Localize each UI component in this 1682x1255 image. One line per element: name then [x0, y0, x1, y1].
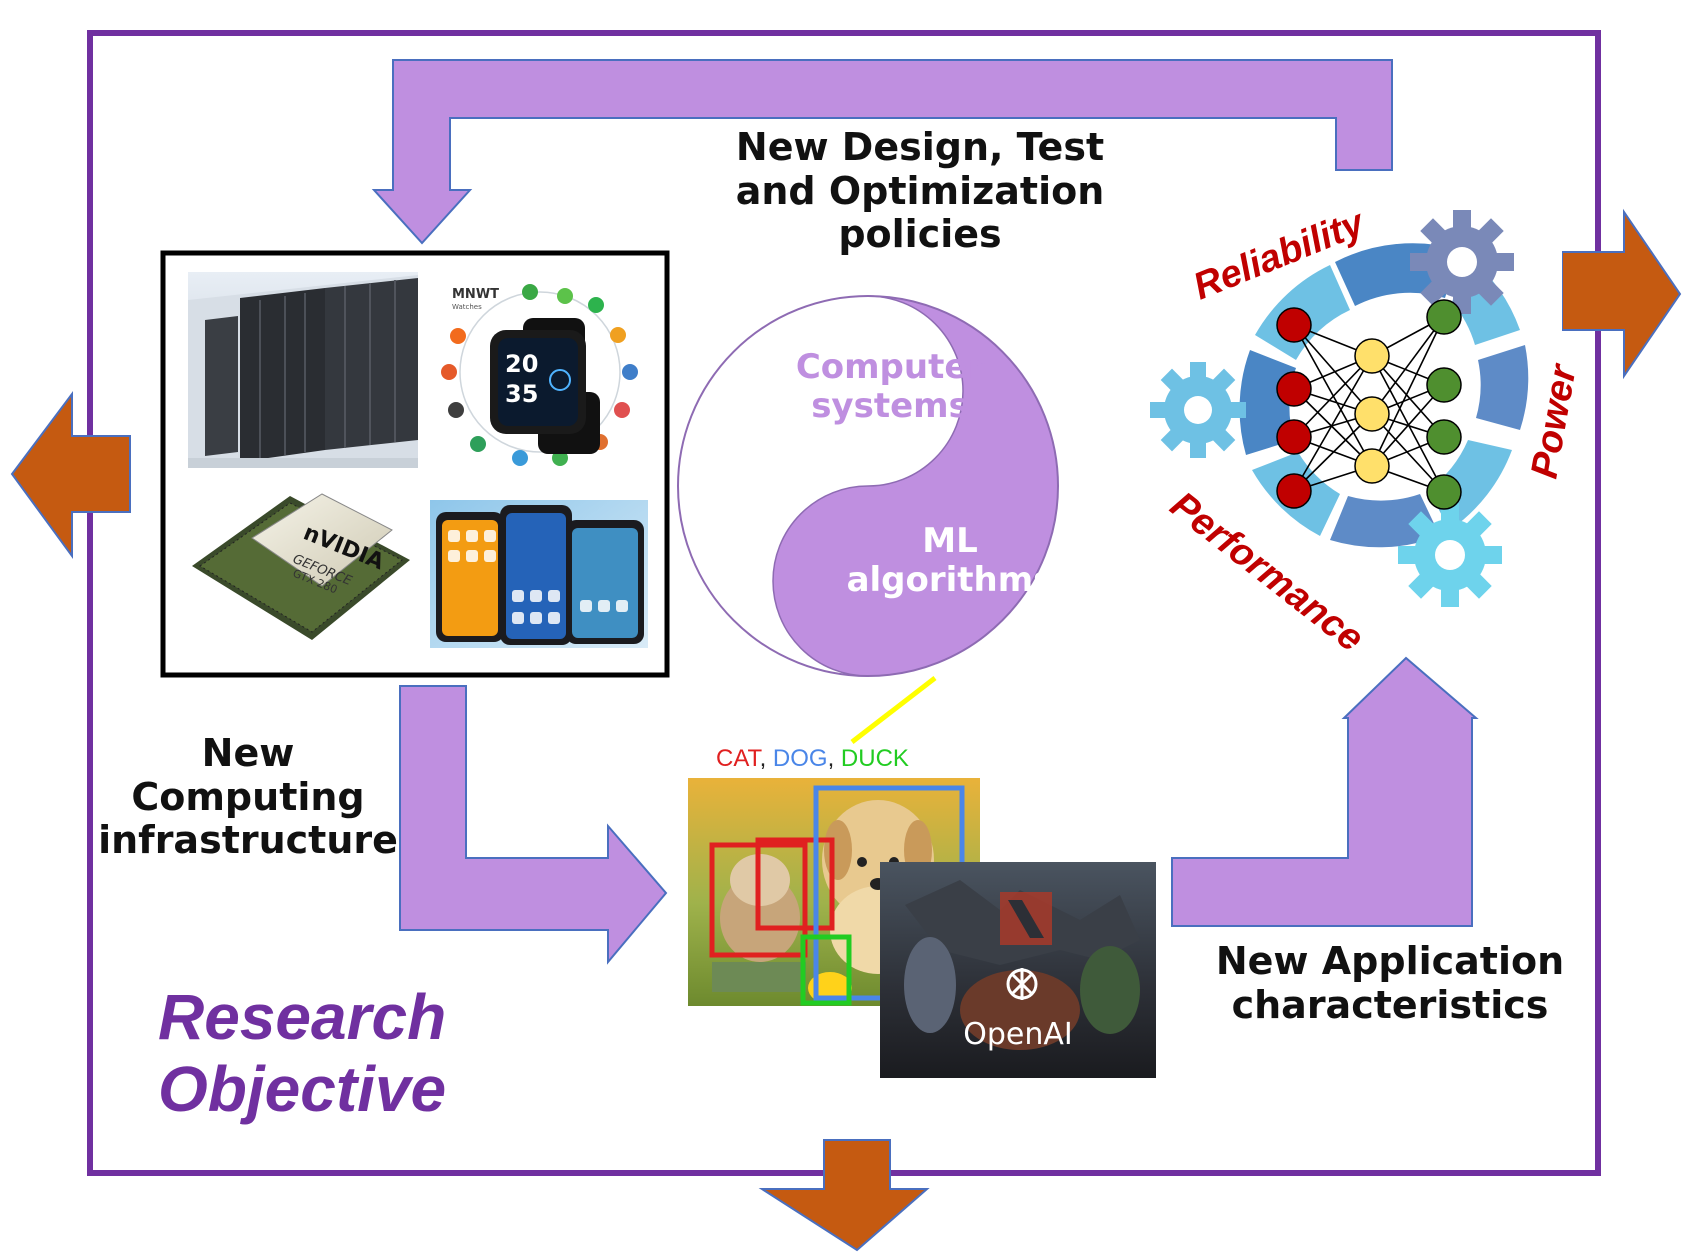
research-objective-title: Research Objective	[158, 981, 447, 1125]
application-images: CAT, DOG, DUCK	[688, 745, 1156, 1078]
smartwatch-image: MNWT Watches 20 35	[430, 272, 648, 468]
gpu-chip-image: nVIDIA GEFORCE GTX 280	[188, 490, 416, 646]
metrics-diagram: Reliability Power Performance	[1148, 201, 1585, 660]
ml-half	[773, 296, 1058, 676]
watch-sub: Watches	[452, 303, 482, 311]
bbox-cat-2	[755, 837, 835, 931]
yin-yang-bottom-label: ML algorithms	[846, 521, 1054, 601]
feedback-arrow-top	[371, 59, 1393, 245]
label-application-characteristics: New Application characteristics	[1215, 939, 1565, 1027]
openai-label: OpenAI	[963, 1017, 1073, 1052]
openai-dota-image: OpenAI	[880, 862, 1156, 1078]
label-dog: DOG	[773, 745, 828, 772]
watch-time-2: 35	[505, 380, 538, 408]
yin-yang-top-label: Computer systems	[795, 347, 985, 427]
orange-arrow-right	[1561, 208, 1682, 380]
connector-line	[850, 676, 937, 744]
computing-infrastructure-images: MNWT Watches 20 35	[160, 250, 670, 678]
arrow-to-metrics	[1171, 656, 1479, 927]
gear-icon-left	[1150, 362, 1246, 458]
label-computing-infrastructure: New Computing infrastructure	[98, 731, 398, 863]
gear-icon-bottom-right	[1398, 503, 1502, 607]
orange-arrow-left	[10, 391, 131, 560]
watch-time-1: 20	[505, 350, 538, 378]
detection-labels: CAT, DOG, DUCK	[716, 745, 909, 772]
yin-yang-symbol	[677, 295, 1059, 677]
orange-arrow-bottom	[758, 1139, 930, 1252]
label-design-policies: New Design, Test and Optimization polici…	[735, 125, 1105, 257]
watch-brand: MNWT	[452, 287, 499, 302]
neural-network-nodes	[1276, 299, 1462, 510]
server-rack-image	[188, 272, 418, 468]
arrow-to-applications	[399, 685, 668, 965]
bbox-duck	[800, 934, 852, 1006]
label-duck: DUCK	[841, 745, 909, 772]
smartphones-image	[430, 500, 648, 648]
openai-logo-icon	[1006, 968, 1038, 1000]
label-cat: CAT	[716, 745, 763, 772]
